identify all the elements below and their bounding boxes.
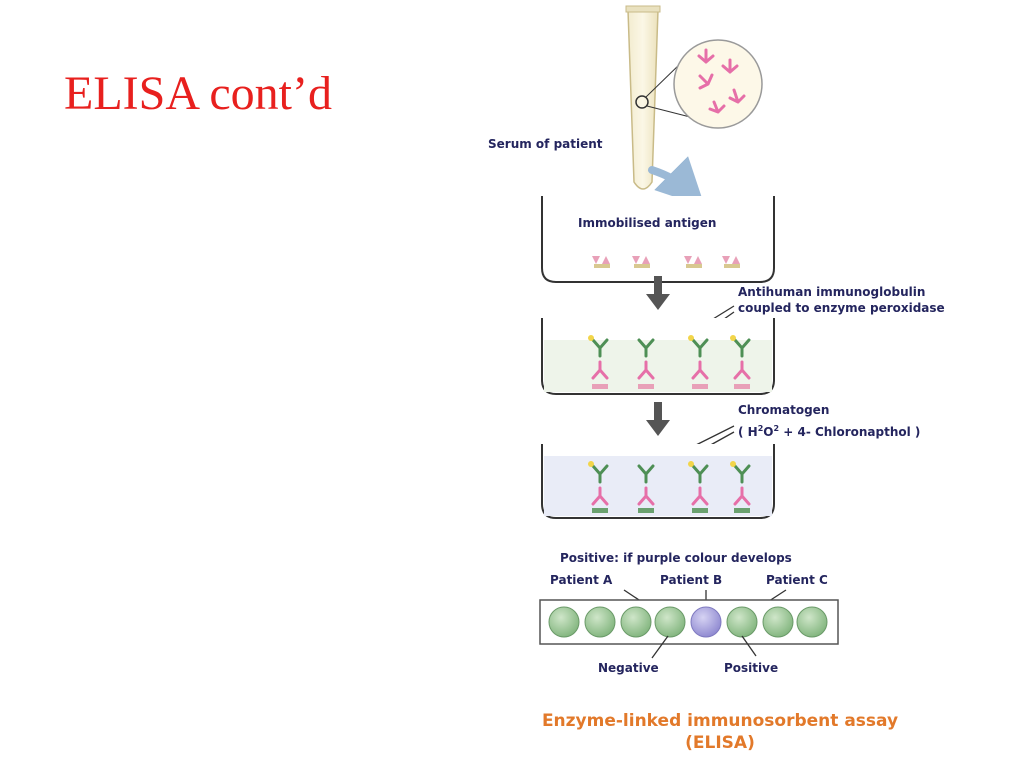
- result-well: [762, 606, 794, 638]
- result-well: [548, 606, 580, 638]
- negative-pointer: [651, 635, 669, 659]
- antihuman-label-line2: coupled to enzyme peroxidase: [738, 301, 945, 315]
- step-arrow-2: [646, 402, 670, 436]
- serum-magnified-circle: [673, 39, 763, 129]
- diagram-caption-line1: Enzyme-linked immunosorbent assay: [542, 711, 898, 731]
- result-well: [584, 606, 616, 638]
- result-well-patient-b: [690, 606, 722, 638]
- patient-b-label: Patient B: [660, 573, 722, 587]
- transfer-arrow: [648, 156, 705, 207]
- step-arrow-1: [646, 276, 670, 310]
- result-well-patient-a: [654, 606, 686, 638]
- result-well-patient-c: [726, 606, 758, 638]
- well-chromatogen: [541, 444, 775, 519]
- antihuman-label-line1: Antihuman immunoglobulin: [738, 285, 925, 299]
- positive-label: Positive: [724, 661, 778, 675]
- chromatogen-label-line1: Chromatogen: [738, 403, 829, 417]
- negative-label: Negative: [598, 661, 659, 675]
- result-well-strip: [539, 599, 839, 645]
- diagram-caption-line2: (ELISA): [685, 733, 755, 753]
- immobilised-label: Immobilised antigen: [578, 216, 716, 230]
- test-tube: [625, 5, 695, 190]
- chromatogen-label-line2: ( H2O2 + 4- Chloronapthol ): [738, 424, 920, 439]
- serum-label: Serum of patient: [488, 137, 603, 151]
- well-immobilised: Immobilised antigen: [541, 196, 775, 283]
- positive-pointer: [741, 635, 757, 657]
- patient-a-label: Patient A: [550, 573, 613, 587]
- result-well: [796, 606, 828, 638]
- slide-title: ELISA cont’d: [64, 67, 332, 120]
- result-well: [620, 606, 652, 638]
- well-antihuman: [541, 318, 775, 395]
- positive-rule-label: Positive: if purple colour develops: [560, 551, 792, 565]
- patient-c-label: Patient C: [766, 573, 828, 587]
